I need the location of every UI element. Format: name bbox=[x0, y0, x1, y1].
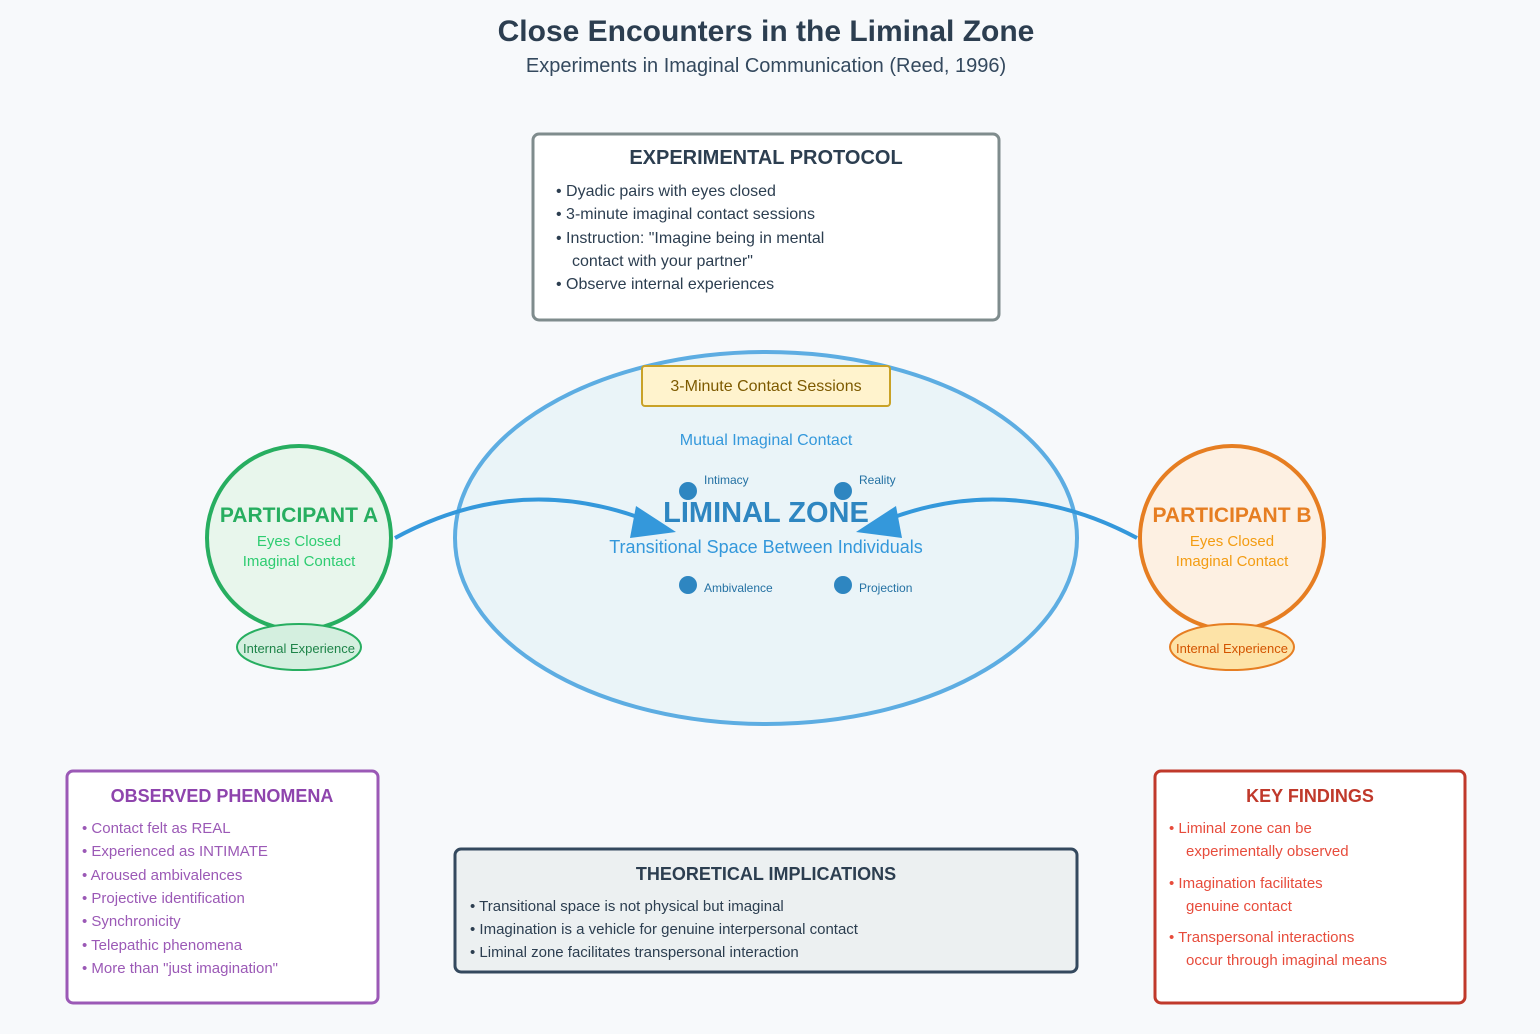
implications-item: • Transitional space is not physical but… bbox=[470, 898, 784, 915]
intimacy-node-label: Intimacy bbox=[704, 473, 749, 487]
participant-a-line2: Imaginal Contact bbox=[243, 553, 356, 570]
participant-b-title: PARTICIPANT B bbox=[1152, 504, 1311, 527]
liminal-zone-title: LIMINAL ZONE bbox=[663, 497, 869, 529]
phenomena-item: • Projective identification bbox=[82, 890, 245, 907]
participant-b-experience: Internal Experience bbox=[1176, 641, 1288, 656]
phenomena-item: • More than "just imagination" bbox=[82, 960, 278, 977]
session-label-box bbox=[641, 365, 891, 407]
projection-node-dot bbox=[834, 576, 852, 594]
participant-a-line1: Eyes Closed bbox=[257, 533, 341, 550]
implications-item: • Imagination is a vehicle for genuine i… bbox=[470, 921, 859, 938]
participant-a-experience: Internal Experience bbox=[243, 641, 355, 656]
protocol-line: • 3-minute imaginal contact sessions bbox=[556, 206, 815, 223]
findings-heading: KEY FINDINGS bbox=[1246, 786, 1374, 806]
ambivalence-node-label: Ambivalence bbox=[704, 581, 773, 595]
implications-box: THEORETICAL IMPLICATIONS • Transitional … bbox=[453, 847, 1079, 974]
ambivalence-node-dot bbox=[679, 576, 697, 594]
liminal-zone-caption: Transitional Space Between Individuals bbox=[609, 537, 923, 557]
arrow-b-head bbox=[856, 506, 902, 538]
participant-b-experience-bubble bbox=[1169, 623, 1295, 671]
liminal-zone-ellipse bbox=[453, 350, 1079, 726]
findings-line: experimentally observed bbox=[1186, 843, 1349, 860]
phenomena-item: • Aroused ambivalences bbox=[82, 867, 242, 884]
phenomena-item: • Contact felt as REAL bbox=[82, 820, 231, 837]
arrow-a-head bbox=[630, 506, 676, 538]
findings-line: occur through imaginal means bbox=[1186, 952, 1387, 969]
findings-line: • Imagination facilitates bbox=[1169, 875, 1323, 892]
intimacy-node-dot bbox=[679, 482, 697, 500]
participant-a: PARTICIPANT A Eyes Closed Imaginal Conta… bbox=[205, 444, 393, 671]
phenomena-box: OBSERVED PHENOMENA • Contact felt as REA… bbox=[65, 769, 380, 1005]
session-label: 3-Minute Contact Sessions bbox=[670, 378, 861, 395]
implications-item: • Liminal zone facilitates transpersonal… bbox=[470, 944, 799, 961]
findings-line: • Liminal zone can be bbox=[1169, 820, 1312, 837]
arrow-a-to-zone bbox=[394, 497, 652, 540]
diagram-title: Close Encounters in the Liminal Zone bbox=[498, 15, 1035, 48]
phenomena-item: • Telepathic phenomena bbox=[82, 937, 243, 954]
reality-node-dot bbox=[834, 482, 852, 500]
participant-b-line1: Eyes Closed bbox=[1190, 533, 1274, 550]
implications-heading: THEORETICAL IMPLICATIONS bbox=[636, 864, 896, 884]
participant-b: PARTICIPANT B Eyes Closed Imaginal Conta… bbox=[1138, 444, 1326, 671]
projection-node-label: Projection bbox=[859, 581, 912, 595]
diagram-subtitle: Experiments in Imaginal Communication (R… bbox=[526, 55, 1006, 77]
protocol-heading: EXPERIMENTAL PROTOCOL bbox=[629, 147, 902, 169]
arrow-b-to-zone bbox=[880, 497, 1138, 540]
protocol-box: EXPERIMENTAL PROTOCOL • Dyadic pairs wit… bbox=[531, 132, 1001, 322]
reality-node-label: Reality bbox=[859, 473, 896, 487]
phenomena-item: • Experienced as INTIMATE bbox=[82, 843, 268, 860]
findings-line: genuine contact bbox=[1186, 898, 1293, 915]
participant-a-title: PARTICIPANT A bbox=[220, 504, 378, 527]
protocol-line: • Instruction: "Imagine being in mental bbox=[556, 230, 824, 247]
phenomena-heading: OBSERVED PHENOMENA bbox=[111, 786, 334, 806]
protocol-line: • Dyadic pairs with eyes closed bbox=[556, 183, 776, 200]
participant-a-experience-bubble bbox=[236, 623, 362, 671]
participant-b-line2: Imaginal Contact bbox=[1176, 553, 1289, 570]
protocol-line: contact with your partner" bbox=[572, 253, 753, 270]
findings-line: • Transpersonal interactions bbox=[1169, 929, 1354, 946]
phenomena-item: • Synchronicity bbox=[82, 913, 181, 930]
protocol-line: • Observe internal experiences bbox=[556, 276, 774, 293]
mutual-contact-label: Mutual Imaginal Contact bbox=[680, 432, 853, 449]
findings-box: KEY FINDINGS • Liminal zone can be exper… bbox=[1153, 769, 1467, 1005]
liminal-zone: 3-Minute Contact Sessions Mutual Imagina… bbox=[453, 350, 1079, 726]
